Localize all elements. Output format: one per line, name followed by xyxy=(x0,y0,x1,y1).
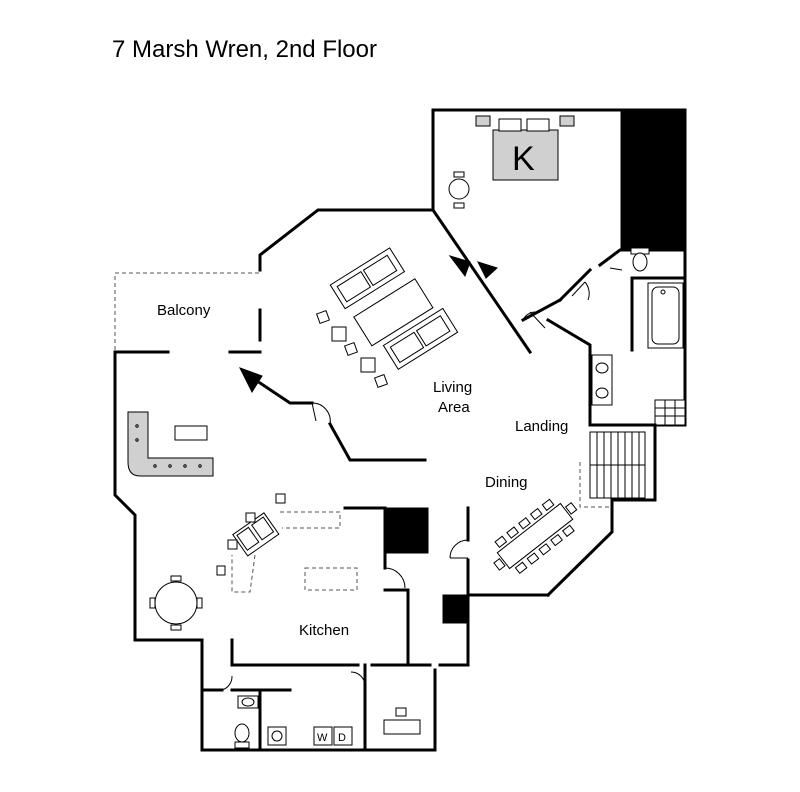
dining-table xyxy=(496,502,574,570)
floor-plan-title: 7 Marsh Wren, 2nd Floor xyxy=(112,36,377,63)
kitchen-island xyxy=(304,567,358,591)
closet-block xyxy=(442,594,469,624)
washer-label: W xyxy=(317,732,328,744)
toilet xyxy=(632,252,648,272)
room-label-balcony: Balcony xyxy=(157,302,211,319)
living-area xyxy=(238,208,593,462)
balcony xyxy=(113,272,262,354)
desk xyxy=(383,719,421,735)
coffee-table xyxy=(353,278,434,347)
room-label-living: Living xyxy=(433,379,472,396)
washer xyxy=(313,726,333,746)
dining-area xyxy=(493,498,578,575)
fireplace-icon xyxy=(238,367,263,394)
staircase xyxy=(522,311,657,508)
king-bed xyxy=(492,129,559,181)
dryer-label: D xyxy=(338,732,346,744)
bar-counter xyxy=(127,411,214,477)
laundry-and-half-bath: W D xyxy=(200,663,421,752)
room-label-landing: Landing xyxy=(515,418,568,435)
toilet xyxy=(234,723,250,743)
fireplace-icon xyxy=(448,255,471,278)
bed-size-label: K xyxy=(512,140,535,178)
master-bath xyxy=(571,247,687,427)
sofa xyxy=(382,307,459,370)
closet-block xyxy=(620,109,686,249)
round-table xyxy=(154,581,198,625)
sofa xyxy=(329,247,406,310)
dryer xyxy=(333,726,353,746)
room-label-kitchen: Kitchen xyxy=(299,622,349,639)
room-label-dining: Dining xyxy=(485,474,528,491)
pantry-block xyxy=(384,507,429,554)
master-bedroom: K xyxy=(431,108,687,252)
kitchen-walls xyxy=(113,350,657,752)
room-label-living-area: Area xyxy=(438,399,470,416)
